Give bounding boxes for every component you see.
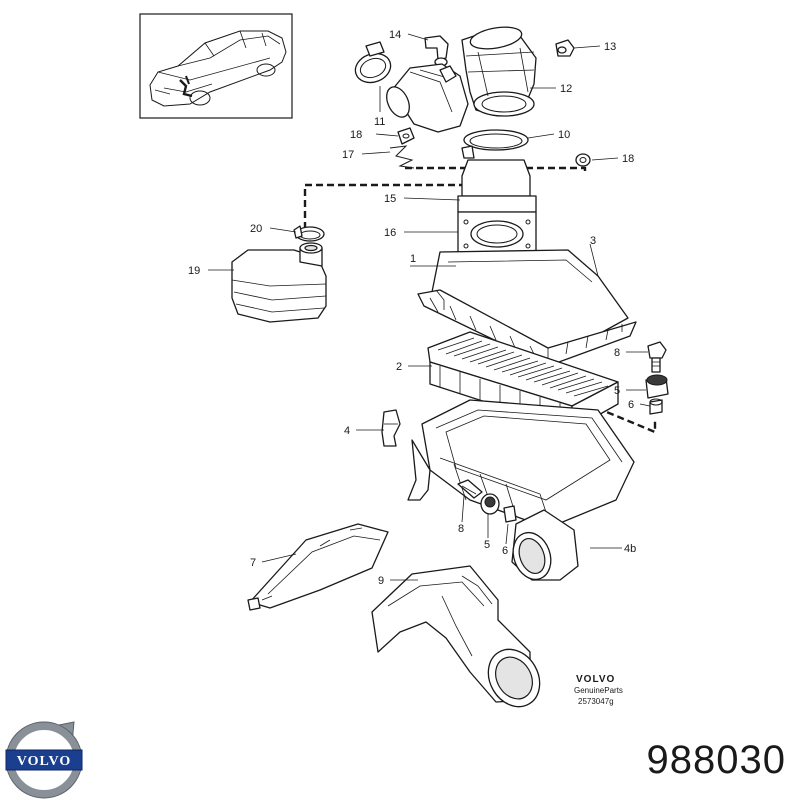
- hose-clamp-11: [354, 41, 392, 84]
- callout-2: 2: [396, 361, 402, 373]
- callout-6-housing: 6: [502, 545, 508, 557]
- part-number: 988030: [646, 738, 786, 782]
- small-fitting-13: [555, 39, 575, 57]
- bracket-4: [381, 409, 401, 447]
- logo-wordmark: VOLVO: [17, 754, 72, 769]
- air-cleaner-housing-4b: [407, 399, 635, 581]
- callout-8-right: 8: [614, 347, 620, 359]
- callout-14: 14: [389, 29, 401, 41]
- rubber-mount-5-housing: [480, 493, 500, 515]
- genuine-parts-text: GenuineParts: [574, 686, 623, 695]
- callout-15: 15: [384, 193, 396, 205]
- callout-12: 12: [560, 83, 572, 95]
- callout-20: 20: [250, 223, 262, 235]
- callout-17: 17: [342, 149, 354, 161]
- intake-hose-9: [371, 565, 541, 708]
- callout-1: 1: [410, 253, 416, 265]
- callout-13: 13: [604, 41, 616, 53]
- genuine-parts-block: VOLVO GenuineParts 2573047g: [574, 674, 623, 706]
- grommet-18-left: [397, 127, 415, 145]
- callout-6-right: 6: [628, 399, 634, 411]
- shield-plate-7: [247, 523, 389, 611]
- car-outline-icon: [149, 30, 287, 107]
- callout-18-left: 18: [350, 129, 362, 141]
- spring-clip-17: [389, 145, 415, 169]
- callout-4b: 4b: [624, 543, 636, 555]
- elbow-connector-14: [424, 35, 449, 67]
- callout-5-housing: 5: [484, 539, 490, 551]
- hose-clamp-20: [293, 225, 325, 242]
- gasket-16: [457, 211, 537, 253]
- brand-wordmark: VOLVO: [576, 674, 615, 685]
- bushing-6-right: [649, 398, 663, 415]
- callout-labels: 14 13 12 11 18 10 17 18 15 16 3 20 1 19 …: [188, 29, 636, 587]
- callout-16: 16: [384, 227, 396, 239]
- bolt-8-right: [647, 341, 667, 373]
- volvo-logo-icon: VOLVO: [5, 721, 83, 799]
- resonator-box-19: [231, 242, 327, 323]
- leader-lines: [208, 33, 651, 581]
- callout-7: 7: [250, 557, 256, 569]
- callout-10: 10: [558, 129, 570, 141]
- callout-11: 11: [374, 116, 385, 128]
- bolt-8-housing: [457, 479, 483, 499]
- callout-18-right: 18: [622, 153, 634, 165]
- callout-5-right: 5: [614, 385, 620, 397]
- callout-19: 19: [188, 265, 200, 277]
- vehicle-inset: [139, 13, 293, 119]
- clamp-ring-10: [461, 129, 529, 159]
- callout-3: 3: [590, 235, 596, 247]
- air-mass-meter-12: [386, 26, 537, 133]
- grommet-18-right: [575, 153, 591, 167]
- bushing-6-housing: [503, 505, 517, 523]
- callout-9: 9: [378, 575, 384, 587]
- rubber-mount-5-right: [645, 374, 669, 399]
- callout-8-housing: 8: [458, 523, 464, 535]
- intake-flange-15: [457, 159, 537, 213]
- callout-4: 4: [344, 425, 350, 437]
- air-cleaner-cover-3: [417, 249, 637, 367]
- diagram-reference-code: 2573047g: [578, 697, 614, 706]
